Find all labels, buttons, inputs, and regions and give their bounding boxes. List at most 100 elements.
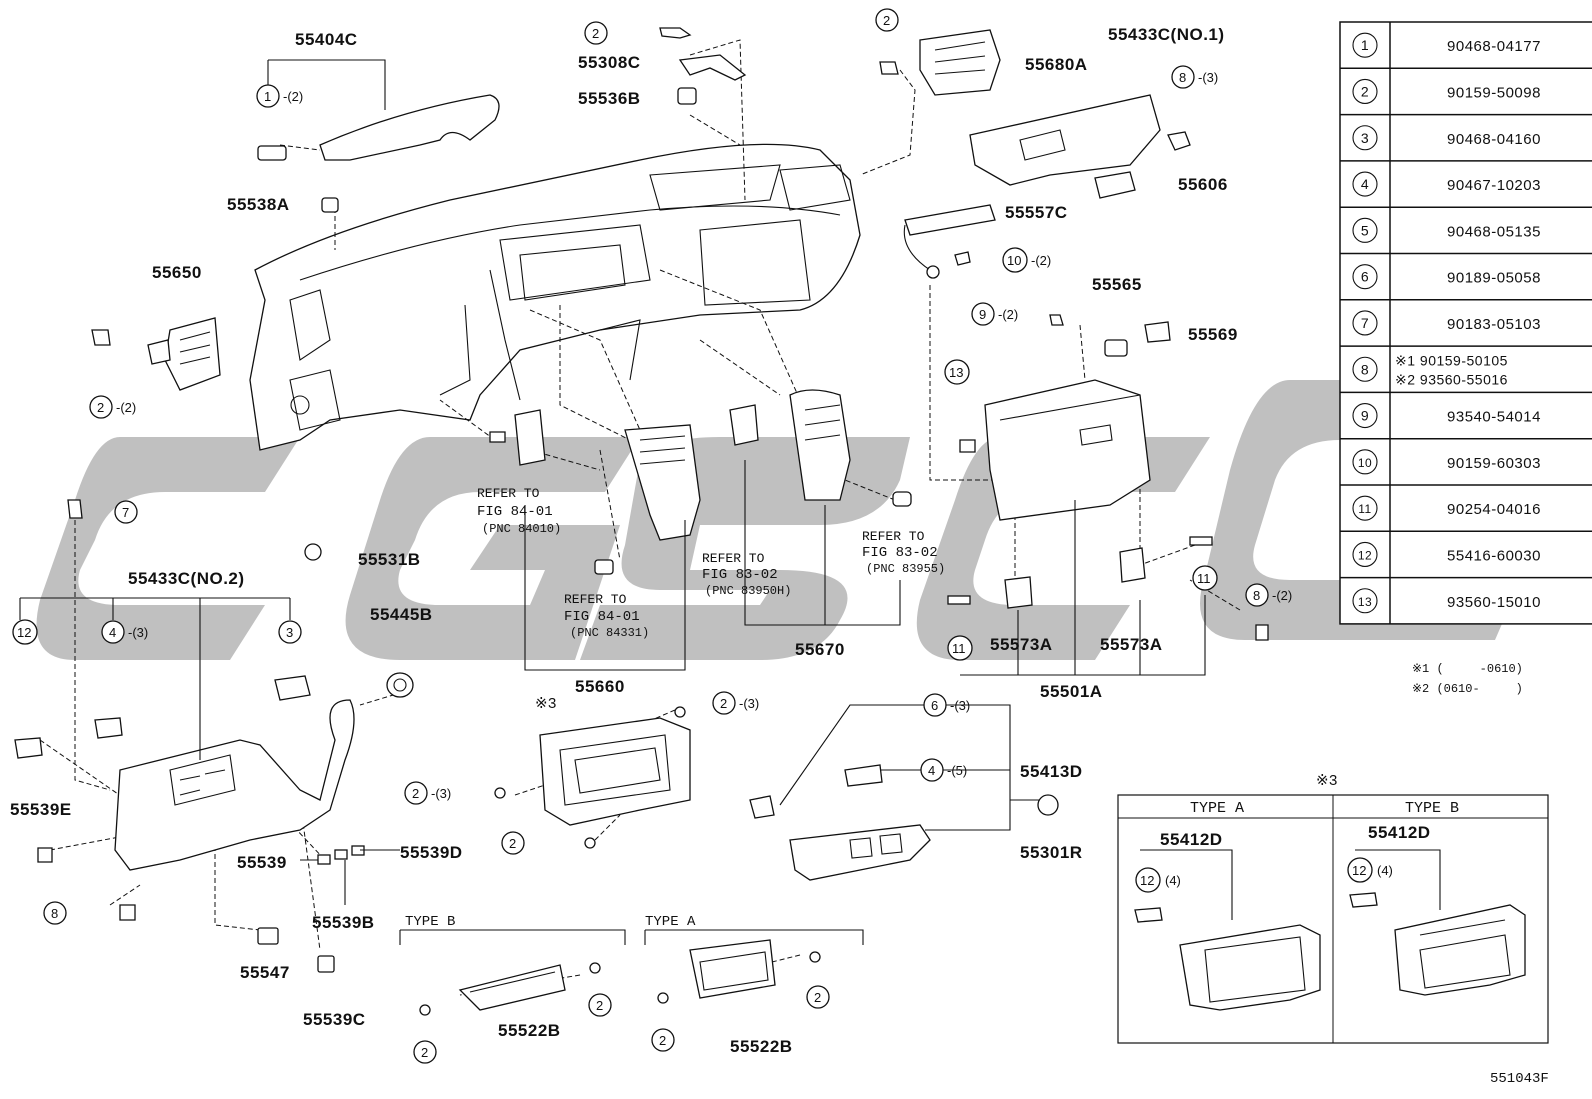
qty-1-2: -(2)	[283, 89, 303, 104]
svg-text:2: 2	[421, 1045, 428, 1060]
label-55404C: 55404C	[295, 30, 358, 49]
label-55539D: 55539D	[400, 843, 463, 862]
callout-2-qty-3-top: 2-(3)	[712, 691, 759, 715]
callout-2-vent: 2	[875, 8, 899, 32]
label-55557C: 55557C	[1005, 203, 1068, 222]
table-ref-number: 9	[1361, 408, 1369, 424]
svg-text:2: 2	[509, 836, 516, 851]
callout-12-inset-b: 12(4)	[1347, 857, 1393, 883]
label-55433C-no1: 55433C(NO.1)	[1108, 25, 1225, 44]
inset-type-b-header: TYPE B	[1405, 800, 1459, 817]
part-55565	[1104, 339, 1128, 357]
table-ref-number: 12	[1358, 548, 1372, 562]
reference-notes: REFER TO FIG 84-01 (PNC 84010) REFER TO …	[477, 486, 945, 640]
svg-text:12: 12	[1140, 873, 1154, 888]
svg-text:2: 2	[596, 998, 603, 1013]
type-a-label: TYPE A	[645, 914, 696, 930]
callout-12-inset-a: 12 (4)	[1135, 867, 1181, 893]
part-55412D-type-b	[1349, 892, 1526, 996]
label-55539B: 55539B	[312, 913, 375, 932]
svg-text:4: 4	[109, 625, 116, 640]
bracket-lines	[19, 59, 1441, 945]
part-55557C	[903, 204, 996, 279]
ref-note-4-line-3: (PNC 83955)	[866, 562, 945, 576]
table-ref-number: 3	[1361, 130, 1369, 146]
callout-2-qty-3-left: 2-(3)	[404, 781, 451, 805]
part-55539-group	[257, 845, 365, 973]
diagram-id: 551043F	[1490, 1071, 1549, 1087]
callout-8-qty-2: 8-(2)	[1245, 583, 1292, 607]
svg-text:12: 12	[1352, 863, 1366, 878]
callout-8-bottom-left: 8	[43, 901, 67, 925]
label-55606: 55606	[1178, 175, 1228, 194]
svg-text:3: 3	[286, 625, 293, 640]
callout-12-left: 12	[12, 619, 38, 645]
part-55650	[91, 317, 221, 391]
label-55538A: 55538A	[227, 195, 290, 214]
ref-note-3-line-2: FIG 83-02	[702, 567, 778, 583]
part-55680A	[879, 29, 1001, 96]
type-labels: TYPE B TYPE A ※3	[405, 696, 696, 930]
label-55522B-type-b: 55522B	[498, 1021, 561, 1040]
part-55569	[1144, 321, 1171, 343]
part-55538A	[321, 197, 339, 213]
svg-text:10: 10	[1007, 253, 1021, 268]
ref-note-2-line-2: FIG 84-01	[564, 609, 640, 625]
callout-10-qty-2: 10 -(2)	[1002, 247, 1051, 273]
table-part-number: 90159-60303	[1447, 455, 1541, 472]
label-55522B-type-a: 55522B	[730, 1037, 793, 1056]
part-55606	[1094, 171, 1136, 199]
svg-text:11: 11	[952, 641, 966, 656]
table-ref-number: 6	[1361, 269, 1369, 285]
qty-6-3: -(3)	[950, 698, 970, 713]
part-vents-center	[489, 389, 912, 575]
table-ref-number: 7	[1361, 315, 1369, 331]
svg-text:6: 6	[931, 698, 938, 713]
qty-12-4-a: (4)	[1165, 873, 1181, 888]
svg-text:2: 2	[412, 786, 419, 801]
ref-note-3-line-1: REFER TO	[702, 551, 765, 566]
svg-text:2: 2	[97, 400, 104, 415]
table-part-number: 90468-04160	[1447, 131, 1541, 148]
part-55308C	[659, 27, 747, 81]
svg-text:1: 1	[264, 89, 271, 104]
label-55412D-type-b: 55412D	[1368, 823, 1431, 842]
table-part-number: 90467-10203	[1447, 177, 1541, 194]
svg-text:7: 7	[122, 505, 129, 520]
svg-text:2: 2	[883, 13, 890, 28]
qty-2-3-top: -(3)	[739, 696, 759, 711]
qty-4-5: -(5)	[947, 763, 967, 778]
table-row: 8※1 90159-50105※2 93560-55016	[1340, 345, 1592, 387]
table-row: 6 90189-05058	[1340, 252, 1592, 290]
part-55536B	[677, 87, 697, 105]
svg-text:4: 4	[928, 763, 935, 778]
table-notes: ※1 ( -0610) ※2 (0610- )	[1412, 662, 1523, 696]
ref-note-2-line-3: (PNC 84331)	[570, 626, 649, 640]
table-part-number: 90189-05058	[1447, 270, 1541, 287]
label-55413D: 55413D	[1020, 762, 1083, 781]
label-55680A: 55680A	[1025, 55, 1088, 74]
svg-text:9: 9	[979, 307, 986, 322]
label-55539C: 55539C	[303, 1010, 366, 1029]
callout-6-qty-3: 6 -(3)	[923, 693, 970, 717]
svg-text:2: 2	[814, 990, 821, 1005]
table-part-number: 90468-05135	[1447, 223, 1541, 240]
label-55573A-left: 55573A	[990, 635, 1053, 654]
note-2: ※2 (0610- )	[1412, 682, 1523, 696]
svg-text:8: 8	[1253, 588, 1260, 603]
qty-10-2: -(2)	[1031, 253, 1051, 268]
inset-mark: ※3	[1316, 773, 1338, 790]
svg-text:2: 2	[659, 1033, 666, 1048]
callout-11-left: 11	[947, 635, 973, 661]
callout-9-qty-2: 9-(2)	[971, 302, 1018, 326]
callout-2-type-a-right: 2	[806, 985, 830, 1009]
label-55308C: 55308C	[578, 53, 641, 72]
svg-text:8: 8	[1179, 70, 1186, 85]
